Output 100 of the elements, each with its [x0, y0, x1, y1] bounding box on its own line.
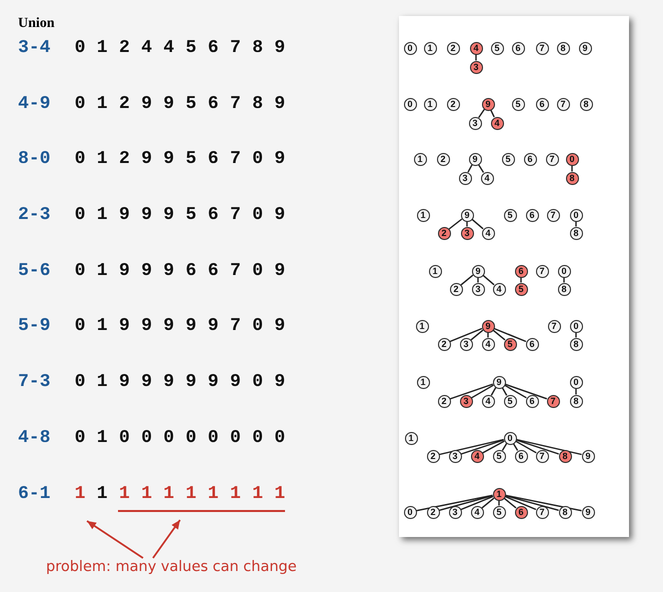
array-entry: 0	[252, 205, 263, 225]
array-entry: 1	[186, 484, 196, 504]
operation-label: 5-9	[18, 316, 50, 336]
array-entry: 1	[230, 484, 241, 504]
arrow	[152, 519, 181, 559]
array-entry: 6	[208, 38, 219, 58]
array-entry: 1	[96, 38, 108, 58]
array-entry: 0	[74, 372, 86, 392]
array-entry: 0	[74, 94, 86, 114]
connector-line	[460, 496, 494, 510]
array-entry: 1	[252, 484, 263, 504]
array-entry: 9	[274, 372, 286, 392]
connector-line	[494, 328, 526, 342]
connector-line	[571, 166, 573, 172]
array-entry: 0	[274, 428, 286, 448]
connector-line	[482, 440, 505, 454]
array-entry: 9	[274, 149, 286, 169]
connector-line	[502, 387, 508, 396]
connector-line	[504, 384, 548, 400]
connector-line	[502, 443, 508, 451]
array-entry: 0	[74, 205, 86, 225]
array-entry: 2	[118, 38, 130, 58]
array-entry: 9	[141, 261, 152, 281]
operation-label: 3-4	[18, 38, 50, 58]
connector-line	[563, 278, 565, 282]
array-entry: 6	[208, 149, 219, 169]
connector-line	[478, 109, 485, 118]
operation-label: 7-3	[18, 372, 50, 392]
array-entry: 9	[141, 372, 152, 392]
array-entry: 9	[274, 94, 286, 114]
array-entry: 9	[274, 205, 286, 225]
connector-line	[448, 218, 462, 230]
array-entry: 7	[230, 316, 241, 336]
connector-line	[470, 330, 484, 340]
connector-line	[450, 328, 482, 342]
array-entry: 7	[230, 149, 241, 169]
connector-line	[475, 54, 477, 60]
array-entry: 9	[163, 205, 174, 225]
array-entry: 4	[141, 38, 152, 58]
array-entry: 1	[96, 372, 108, 392]
array-entry: 2	[118, 94, 130, 114]
connector-line	[516, 439, 560, 455]
array-entry: 9	[118, 316, 130, 336]
array-entry: 1	[96, 94, 108, 114]
array-entry: 9	[141, 94, 152, 114]
connector-line	[482, 274, 495, 286]
operation-label: 2-3	[18, 205, 50, 225]
connector-line	[416, 494, 493, 512]
connector-line	[492, 330, 506, 340]
array-entry: 8	[252, 38, 263, 58]
array-entry: 0	[252, 316, 263, 336]
array-entry: 9	[274, 261, 286, 281]
array-entry: 1	[96, 261, 108, 281]
array-entry: 9	[163, 316, 174, 336]
connector-line	[439, 495, 493, 511]
connector-line	[505, 495, 559, 511]
array-entry: 1	[96, 484, 108, 504]
array-entry: 0	[186, 428, 196, 448]
connector-line	[575, 388, 577, 394]
array-entry: 0	[141, 428, 152, 448]
connector-line	[505, 494, 582, 512]
array-entry: 7	[230, 205, 241, 225]
array-entry: 9	[118, 205, 130, 225]
array-entry: 8	[252, 94, 263, 114]
array-entry: 1	[274, 484, 286, 504]
connector-line	[490, 387, 496, 396]
array-entry: 6	[186, 261, 196, 281]
array-entry: 6	[208, 261, 219, 281]
connector-line	[498, 500, 500, 506]
connector-line	[439, 438, 504, 456]
array-entry: 9	[141, 205, 152, 225]
array-entry: 0	[208, 428, 219, 448]
array-entry: 0	[252, 149, 263, 169]
array-entry: 9	[163, 94, 174, 114]
array-entry: 0	[163, 428, 174, 448]
array-entry: 7	[230, 38, 241, 58]
connector-line	[467, 164, 473, 173]
array-entry: 1	[118, 484, 130, 504]
connector-line	[460, 439, 504, 455]
connector-line	[575, 332, 577, 338]
connector-line	[482, 498, 494, 508]
connector-line	[504, 498, 516, 508]
connector-line	[575, 222, 577, 226]
array-entry: 9	[163, 372, 174, 392]
connector-line	[520, 278, 522, 282]
array-entry: 9	[186, 372, 196, 392]
array-entry: 1	[96, 205, 108, 225]
array-entry: 1	[96, 428, 108, 448]
array-entry: 0	[230, 428, 241, 448]
array-entry: 0	[74, 428, 86, 448]
connector-line	[504, 384, 527, 398]
array-entry: 0	[252, 428, 263, 448]
connector-line	[487, 332, 489, 338]
array-entry: 9	[163, 149, 174, 169]
array-entry: 0	[74, 316, 86, 336]
array-entry: 9	[141, 149, 152, 169]
array-entry: 9	[274, 38, 286, 58]
connector-line	[477, 278, 479, 282]
array-entry: 9	[230, 372, 241, 392]
array-entry: 0	[252, 372, 263, 392]
